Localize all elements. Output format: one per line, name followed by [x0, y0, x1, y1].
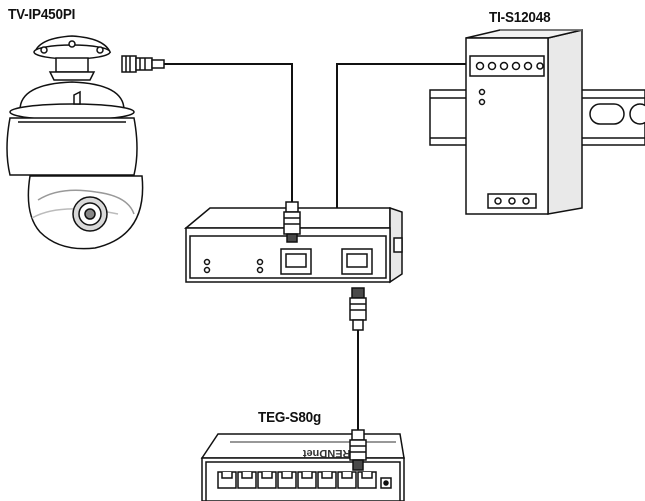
- power-supply: [429, 29, 645, 215]
- ptz-camera: [6, 35, 144, 250]
- rj45-plug-camera: [121, 55, 165, 73]
- switch-model-label: TEG-S80g: [258, 409, 322, 426]
- rj45-plug-injector-out: [349, 287, 367, 331]
- rj45-plug-injector-in: [283, 201, 301, 243]
- poe-injector: [183, 206, 403, 284]
- switch-brand-print: TRENDnet: [302, 447, 357, 459]
- cable-camera-to-injector: [164, 63, 293, 205]
- rj45-plug-switch: [349, 429, 367, 471]
- power-supply-model-label: TI-S12048: [489, 9, 551, 26]
- camera-model-label: TV-IP450PI: [8, 6, 76, 23]
- switch-ports: [217, 471, 377, 489]
- gigabit-switch: [200, 433, 405, 501]
- cable-psu-to-injector: [336, 63, 466, 208]
